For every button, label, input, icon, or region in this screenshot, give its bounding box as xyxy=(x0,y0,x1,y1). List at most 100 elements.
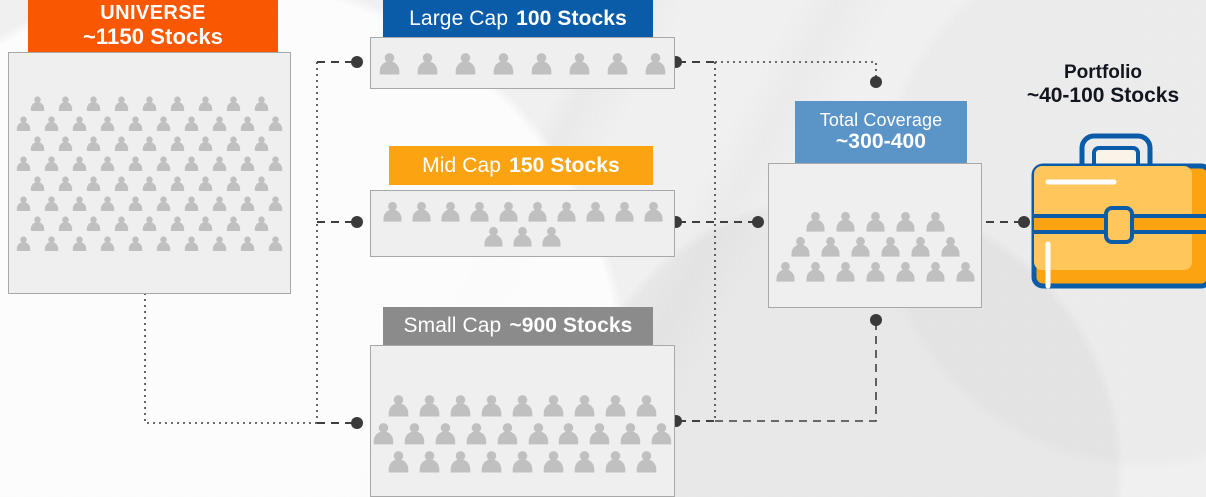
person-icon xyxy=(543,394,564,416)
person-icon xyxy=(268,155,283,171)
person-icon xyxy=(100,195,115,211)
person-icon xyxy=(895,261,915,282)
person-icon xyxy=(440,201,460,222)
person-icon xyxy=(569,52,590,74)
person-icon xyxy=(880,236,900,257)
person-icon xyxy=(86,215,101,231)
person-icon xyxy=(44,115,59,131)
person-icon xyxy=(86,135,101,151)
person-icon xyxy=(58,175,73,191)
person-icon xyxy=(128,115,143,131)
person-icon xyxy=(585,201,605,222)
person-icon xyxy=(156,155,171,171)
person-icon xyxy=(605,450,626,472)
person-icon xyxy=(156,195,171,211)
person-icon xyxy=(574,450,595,472)
person-icon xyxy=(72,155,87,171)
person-icon xyxy=(512,394,533,416)
person-icon xyxy=(497,422,517,444)
person-icon xyxy=(527,201,547,222)
person-icon xyxy=(955,261,975,282)
person-icon xyxy=(910,236,930,257)
person-icon xyxy=(58,215,73,231)
portfolio-count: ~40-100 Stocks xyxy=(1026,83,1180,107)
small-cap-title: Small Cap xyxy=(403,314,502,337)
person-icon xyxy=(30,135,45,151)
person-icon xyxy=(925,261,945,282)
person-icon xyxy=(820,236,840,257)
person-icon xyxy=(142,135,157,151)
person-icon xyxy=(254,135,269,151)
person-icon xyxy=(114,175,129,191)
people-row xyxy=(371,393,674,418)
person-icon xyxy=(373,422,394,444)
people-row xyxy=(9,215,290,232)
person-icon xyxy=(435,422,455,444)
mid-cap-count: 150 Stocks xyxy=(509,153,620,177)
person-icon xyxy=(198,175,213,191)
mid-cap-people-grid xyxy=(371,191,674,256)
small-cap-count: ~900 Stocks xyxy=(509,314,633,337)
person-icon xyxy=(940,236,960,257)
person-icon xyxy=(388,394,409,416)
person-icon xyxy=(16,155,31,171)
person-icon xyxy=(170,215,185,231)
person-icon xyxy=(513,226,532,247)
total-coverage-people-grid xyxy=(769,164,981,307)
person-icon xyxy=(466,422,486,444)
universe-title: UNIVERSE xyxy=(100,2,206,25)
person-icon xyxy=(417,52,438,74)
person-icon xyxy=(790,236,810,257)
person-icon xyxy=(16,115,31,131)
people-row xyxy=(9,155,290,172)
mid-cap-title: Mid Cap xyxy=(422,153,502,177)
person-icon xyxy=(419,394,440,416)
person-icon xyxy=(543,450,564,472)
person-icon xyxy=(72,115,87,131)
people-row xyxy=(9,95,290,112)
person-icon xyxy=(240,195,255,211)
person-icon xyxy=(30,215,45,231)
person-icon xyxy=(226,135,241,151)
person-icon xyxy=(114,95,129,111)
people-row xyxy=(9,175,290,192)
person-icon xyxy=(184,235,199,251)
person-icon xyxy=(128,235,143,251)
person-icon xyxy=(114,135,129,151)
person-icon xyxy=(114,215,129,231)
person-icon xyxy=(72,195,87,211)
person-icon xyxy=(128,155,143,171)
person-icon xyxy=(643,201,663,222)
person-icon xyxy=(574,394,595,416)
person-icon xyxy=(226,95,241,111)
person-icon xyxy=(605,394,626,416)
person-icon xyxy=(614,201,634,222)
large-cap-people-grid xyxy=(371,38,674,88)
person-icon xyxy=(30,175,45,191)
person-icon xyxy=(469,201,489,222)
person-icon xyxy=(895,211,915,232)
person-icon xyxy=(170,175,185,191)
person-icon xyxy=(636,394,657,416)
people-row xyxy=(769,210,981,233)
small-cap-label: Small Cap ~900 Stocks xyxy=(383,307,653,345)
person-icon xyxy=(542,226,561,247)
universe-people-grid xyxy=(9,53,290,293)
people-row xyxy=(371,225,674,248)
person-icon xyxy=(450,394,471,416)
person-icon xyxy=(72,235,87,251)
person-icon xyxy=(620,422,641,444)
person-icon xyxy=(498,201,518,222)
person-icon xyxy=(86,95,101,111)
large-cap-label: Large Cap 100 Stocks xyxy=(383,0,653,37)
person-icon xyxy=(184,195,199,211)
person-icon xyxy=(184,115,199,131)
person-icon xyxy=(268,235,283,251)
person-icon xyxy=(645,52,666,74)
total-coverage-count: ~300-400 xyxy=(835,130,927,154)
briefcase-icon xyxy=(1031,133,1206,289)
mid-cap-panel xyxy=(370,190,675,257)
person-icon xyxy=(128,195,143,211)
people-row xyxy=(371,421,674,446)
